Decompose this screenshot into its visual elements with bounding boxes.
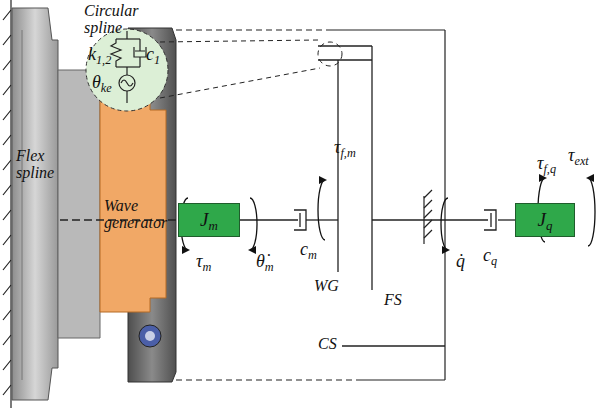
symbol-label: c1: [146, 45, 160, 64]
part-name: CS: [318, 336, 337, 353]
symbol-label: τm: [196, 252, 211, 271]
motor-inertia: Jm: [178, 203, 240, 237]
callout-leader-part: [160, 40, 318, 42]
damper-symbol-part: [484, 210, 496, 230]
torque-arrows: [181, 178, 595, 250]
motor-shaft-part: [240, 219, 298, 220]
gear-schematic-part: [371, 46, 372, 290]
symbol-label: θ̇m: [256, 252, 274, 271]
output-ground: [424, 190, 432, 244]
housing-outline-part: [176, 379, 360, 380]
callout-leader: [160, 40, 342, 98]
housing-outline: [176, 30, 445, 380]
gear-schematic: [318, 46, 445, 346]
wave-generator-picture-part: [100, 95, 166, 312]
symbol-label: τf,q: [537, 154, 556, 173]
symbol-label: q̇: [456, 252, 465, 271]
torque-arrows-part: [250, 198, 257, 250]
output-ground-part: [424, 190, 432, 238]
torque-arrows-part: [588, 178, 595, 246]
motor-shaft-part: [306, 219, 338, 220]
torque-arrows-part: [318, 180, 325, 240]
callout-leader-part: [160, 68, 320, 98]
housing-outline-part: [176, 29, 328, 30]
damper-symbol-part: [490, 213, 491, 227]
symbol-label: τf,m: [334, 138, 356, 157]
symbol-label: cq: [483, 246, 497, 265]
damper-symbol: [294, 210, 496, 230]
damper-symbol-part: [299, 213, 300, 227]
part-name: WG: [314, 278, 339, 295]
callout-outline: [86, 29, 168, 111]
symbol-label: τext: [568, 146, 589, 165]
damper-symbol-part: [294, 210, 306, 230]
gear-schematic-part: [342, 345, 445, 346]
part-name: Wave generator: [104, 198, 164, 232]
symbol-label: cm: [300, 240, 317, 259]
torque-arrows-part: [441, 198, 448, 250]
wave-generator-picture: [100, 95, 166, 312]
part-name: Circular spline: [84, 3, 144, 37]
motor-shaft-part: [372, 219, 488, 220]
housing-outline-part: [360, 379, 445, 380]
gear-schematic-part: [318, 59, 372, 60]
motor-shaft-part: [498, 219, 515, 220]
circular-spline-picture-part: [139, 325, 161, 347]
ground-wall-part: [3, 10, 11, 395]
load-inertia: Jq: [515, 203, 575, 237]
part-name: Flex spline: [16, 148, 56, 182]
symbol-label: Jm: [200, 210, 218, 230]
housing-outline-part: [328, 29, 445, 30]
flex-spline-picture-part: [22, 30, 23, 380]
flex-spline-picture-part: [58, 70, 100, 338]
circular-spline-picture-part: [145, 331, 155, 341]
housing-outline-part: [444, 30, 445, 380]
ground-wall: [3, 0, 11, 408]
spring-damper-symbol: [111, 31, 146, 103]
symbol-label: θke: [92, 73, 112, 92]
symbol-label: Jq: [538, 210, 553, 230]
flex-spline-picture-part: [12, 8, 58, 400]
stiffness-callout: k1,2 c1 θke: [84, 27, 170, 113]
gear-schematic-part: [318, 45, 372, 46]
gear-schematic-part: [337, 60, 338, 272]
callout-circle: [84, 27, 170, 113]
part-name: FS: [384, 292, 402, 309]
symbol-label: k1,2: [88, 45, 111, 64]
